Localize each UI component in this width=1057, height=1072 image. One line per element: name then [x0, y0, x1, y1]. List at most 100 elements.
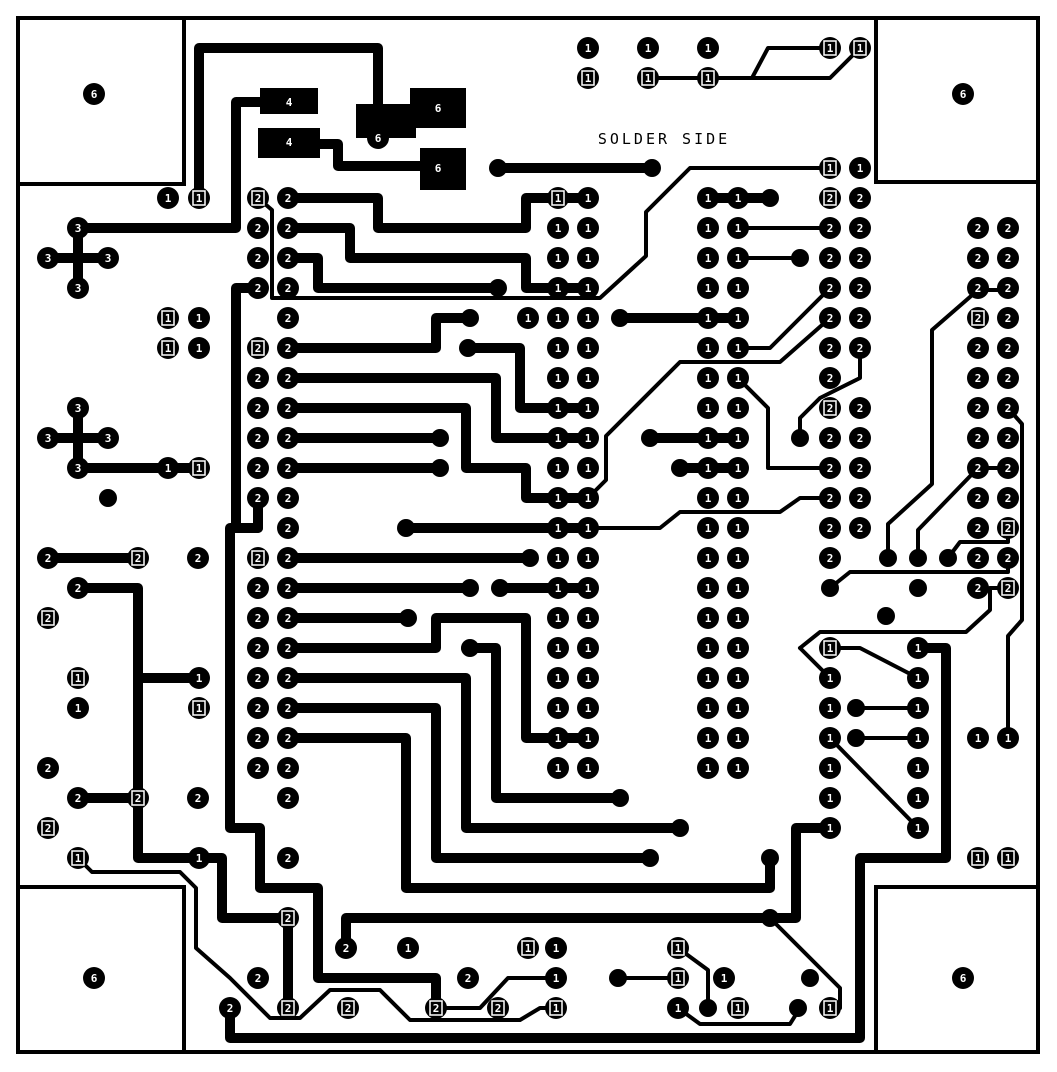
pad-label: 1 [585, 342, 592, 355]
solder-pad [577, 247, 599, 269]
pad-label: 1 [585, 312, 592, 325]
pad-marker [251, 340, 265, 356]
pad-label: 2 [975, 312, 982, 325]
pad-label: 1 [585, 672, 592, 685]
cross-pad-group-upper: 3 3 3 3 [37, 217, 119, 299]
solder-pad [727, 457, 749, 479]
pad-label: 2 [255, 612, 262, 625]
pad-label: 1 [735, 372, 742, 385]
pad-label: 2 [255, 282, 262, 295]
pad-label: 1 [827, 672, 834, 685]
solder-pad [547, 727, 569, 749]
corner-label: 6 [91, 88, 98, 101]
pad-label: 1 [165, 312, 172, 325]
pad-marker [671, 940, 685, 956]
solder-pad [545, 967, 567, 989]
pad-label: 2 [255, 672, 262, 685]
pad-label: 2 [285, 312, 292, 325]
pad-label: 2 [827, 522, 834, 535]
solder-pad [997, 397, 1019, 419]
solder-pad [547, 487, 569, 509]
pad-label: 1 [827, 702, 834, 715]
pad-marker [41, 610, 55, 626]
pad-label: 1 [405, 942, 412, 955]
solder-pad [699, 999, 717, 1017]
pad-label: 2 [285, 672, 292, 685]
solder-pad [277, 637, 299, 659]
pad-label: 1 [555, 492, 562, 505]
pad-label: 1 [75, 672, 82, 685]
solder-pad [821, 579, 839, 597]
pad-label: 1 [165, 462, 172, 475]
solder-pad [547, 547, 569, 569]
pad-label: 1 [705, 612, 712, 625]
solder-pad [219, 997, 241, 1019]
pad-label: 1 [705, 702, 712, 715]
pad-label: 2 [255, 732, 262, 745]
solder-pad [521, 549, 539, 567]
pad-label: 1 [735, 1002, 742, 1015]
solder-pad [611, 309, 629, 327]
pad-label: 1 [705, 672, 712, 685]
pad-label: 2 [255, 642, 262, 655]
pad-marker [823, 1000, 837, 1016]
pad-label: 2 [975, 432, 982, 445]
pad-label: 1 [645, 42, 652, 55]
pad-label: 1 [585, 612, 592, 625]
solder-pad [277, 667, 299, 689]
solder-pad [909, 549, 927, 567]
pad-label: 2 [1005, 492, 1012, 505]
solder-pad [491, 579, 509, 597]
pad-label: 2 [135, 792, 142, 805]
solder-pad [547, 217, 569, 239]
solder-pad [277, 457, 299, 479]
solder-pad [879, 549, 897, 567]
pad-label: 1 [196, 192, 203, 205]
solder-pad [819, 517, 841, 539]
pad-label: 1 [585, 252, 592, 265]
pad-label: 2 [975, 402, 982, 415]
pad-label: 1 [555, 432, 562, 445]
solder-pad [697, 547, 719, 569]
pad-label: 2 [255, 702, 262, 715]
pad-label: 1 [735, 312, 742, 325]
pad-label: 2 [827, 342, 834, 355]
solder-pad [547, 607, 569, 629]
pad-label: 2 [975, 552, 982, 565]
pad-label: 2 [857, 312, 864, 325]
solder-pad [247, 487, 269, 509]
solder-pad [577, 337, 599, 359]
pad-marker [823, 160, 837, 176]
solder-pad [727, 367, 749, 389]
pad-label: 1 [165, 192, 172, 205]
pad-label: 1 [196, 462, 203, 475]
pad-label: 2 [285, 492, 292, 505]
pad-label: 1 [555, 372, 562, 385]
pad-marker [971, 850, 985, 866]
solder-pad [277, 487, 299, 509]
pad-label: 1 [705, 192, 712, 205]
solder-pad [547, 517, 569, 539]
pad-label: 1 [735, 612, 742, 625]
solder-pad [761, 909, 779, 927]
solder-pad [849, 187, 871, 209]
solder-pad [547, 307, 569, 329]
pad-label: 1 [705, 552, 712, 565]
pad-label: 1 [915, 822, 922, 835]
pad-label: 1 [735, 492, 742, 505]
pad-label: 2 [285, 402, 292, 415]
solder-pad [727, 667, 749, 689]
solder-pad [997, 277, 1019, 299]
pad-marker [551, 190, 565, 206]
solder-pad [247, 427, 269, 449]
pad-label: 1 [585, 462, 592, 475]
solder-pad [547, 637, 569, 659]
solder-pad [997, 427, 1019, 449]
solder-pad [819, 217, 841, 239]
pad-label: 1 [555, 552, 562, 565]
pad-label: 1 [165, 342, 172, 355]
pad-label: 2 [75, 582, 82, 595]
pad-label: 2 [345, 1002, 352, 1015]
pad-label: 1 [555, 282, 562, 295]
pad-marker [281, 1000, 295, 1016]
